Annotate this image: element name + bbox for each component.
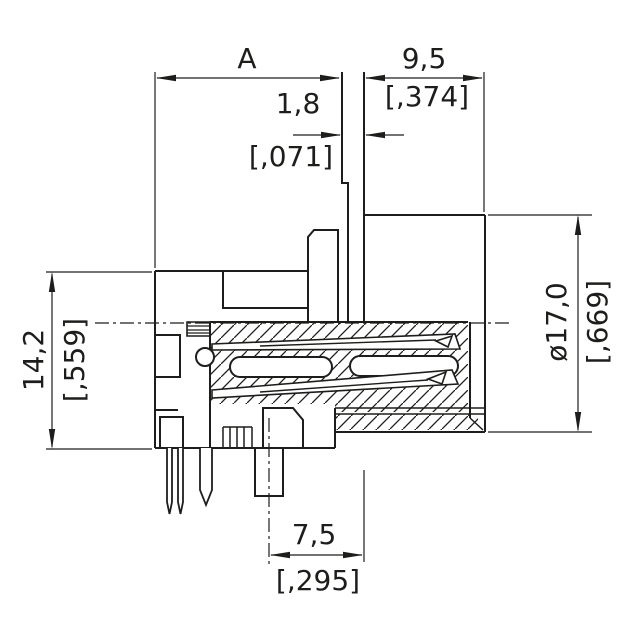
upper-contact-hook xyxy=(433,334,454,349)
lower-contact-hook xyxy=(425,370,448,386)
dim-front-length-mm: 9,5 xyxy=(402,42,447,75)
pcb-pin-2 xyxy=(177,448,184,515)
rear-housing xyxy=(154,229,339,449)
centerlines xyxy=(95,322,512,568)
dim-peg-offset-mm: 7,5 xyxy=(292,518,337,551)
front-body xyxy=(210,214,486,448)
contact-cavities xyxy=(211,333,462,399)
peg-boss xyxy=(262,407,304,448)
dimension-body-height: 14,2 [,559] xyxy=(17,271,152,450)
dim-panel-thickness-inch: [,071] xyxy=(249,140,333,173)
dim-peg-offset-inch: [,295] xyxy=(276,564,360,597)
dimension-peg-offset: 7,5 [,295] xyxy=(270,470,365,597)
dimension-panel-thickness: 1,8 [,071] xyxy=(249,87,404,173)
pcb-pin-1 xyxy=(166,448,173,515)
dim-body-height-mm: 14,2 xyxy=(17,329,50,391)
dimension-diameter: ø17,0 [,669] xyxy=(488,214,614,433)
dim-diameter-inch: [,669] xyxy=(581,280,614,364)
dimension-a: A xyxy=(154,42,340,268)
pcb-pin-3 xyxy=(199,448,213,508)
connector-section xyxy=(95,72,512,568)
contact-slot-left xyxy=(229,356,333,378)
contact-entry-ball xyxy=(195,347,215,367)
dim-front-length-inch: [,374] xyxy=(385,80,469,113)
dim-diameter-mm: ø17,0 xyxy=(540,282,573,361)
dim-panel-thickness-mm: 1,8 xyxy=(276,87,321,120)
dim-body-height-inch: [,559] xyxy=(58,318,91,402)
mounting-panel xyxy=(341,72,365,322)
bottom-features xyxy=(166,407,304,515)
dimension-front-length: 9,5 [,374] xyxy=(365,42,485,212)
dim-a-label: A xyxy=(237,42,256,75)
